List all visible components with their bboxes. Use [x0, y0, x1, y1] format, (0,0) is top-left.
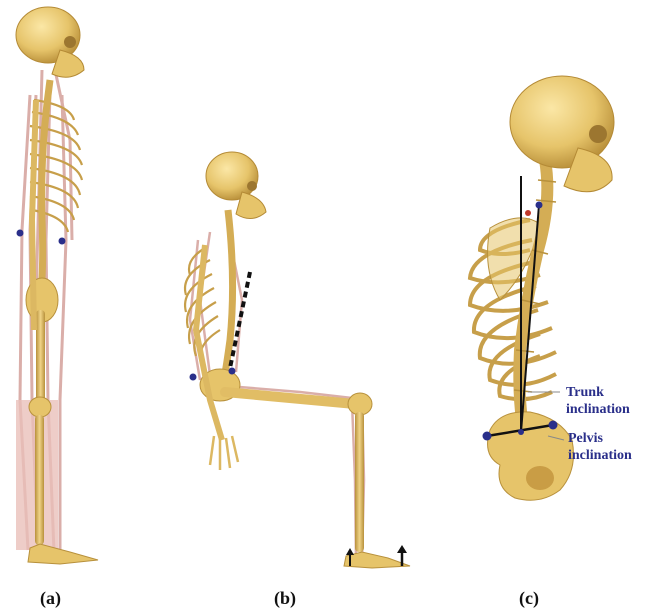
panel-a-standing-skeleton [16, 7, 98, 564]
panel-b-hand [210, 436, 238, 470]
panel-b-skull [206, 152, 258, 200]
panel-b-foot [344, 552, 410, 568]
panel-b-marker-front [190, 374, 197, 381]
panel-c-marker-asis [483, 432, 492, 441]
panel-a-knee [29, 397, 51, 417]
panel-c-pelvis-socket [526, 466, 554, 490]
panel-b-knee [348, 393, 372, 415]
trunk-inclination-label: Trunk inclination [566, 384, 630, 418]
panel-c-marker-top [536, 202, 543, 209]
panel-c-pelvis [488, 412, 574, 500]
panel-b-arm [196, 245, 222, 440]
panel-b-jaw [236, 192, 266, 219]
panel-c-skull [510, 76, 614, 168]
pelvis-inclination-label: Pelvis inclination [568, 430, 632, 464]
panel-a-femur [36, 310, 45, 402]
panel-b-tibia [355, 412, 364, 552]
panel-a-foot [28, 544, 98, 564]
panel-a-caption: (a) [40, 588, 61, 609]
panel-b-sitting-skeleton [185, 152, 410, 568]
panel-a-tibia [35, 415, 44, 545]
panel-a-eye-socket [64, 36, 76, 48]
panel-a-marker-right [59, 238, 66, 245]
panel-c-marker-mid [518, 429, 524, 435]
panel-c-caption: (c) [519, 588, 539, 609]
panel-a-arm [32, 100, 36, 330]
panel-b-caption: (b) [274, 588, 296, 609]
panel-b-eye-socket [247, 181, 257, 191]
panel-c-red-marker [525, 210, 531, 216]
panel-c-eye-socket [589, 125, 607, 143]
panel-b-marker-back [229, 368, 236, 375]
panel-c-marker-psis [549, 421, 558, 430]
panel-b-femur [225, 392, 355, 404]
panel-a-marker-left [17, 230, 24, 237]
